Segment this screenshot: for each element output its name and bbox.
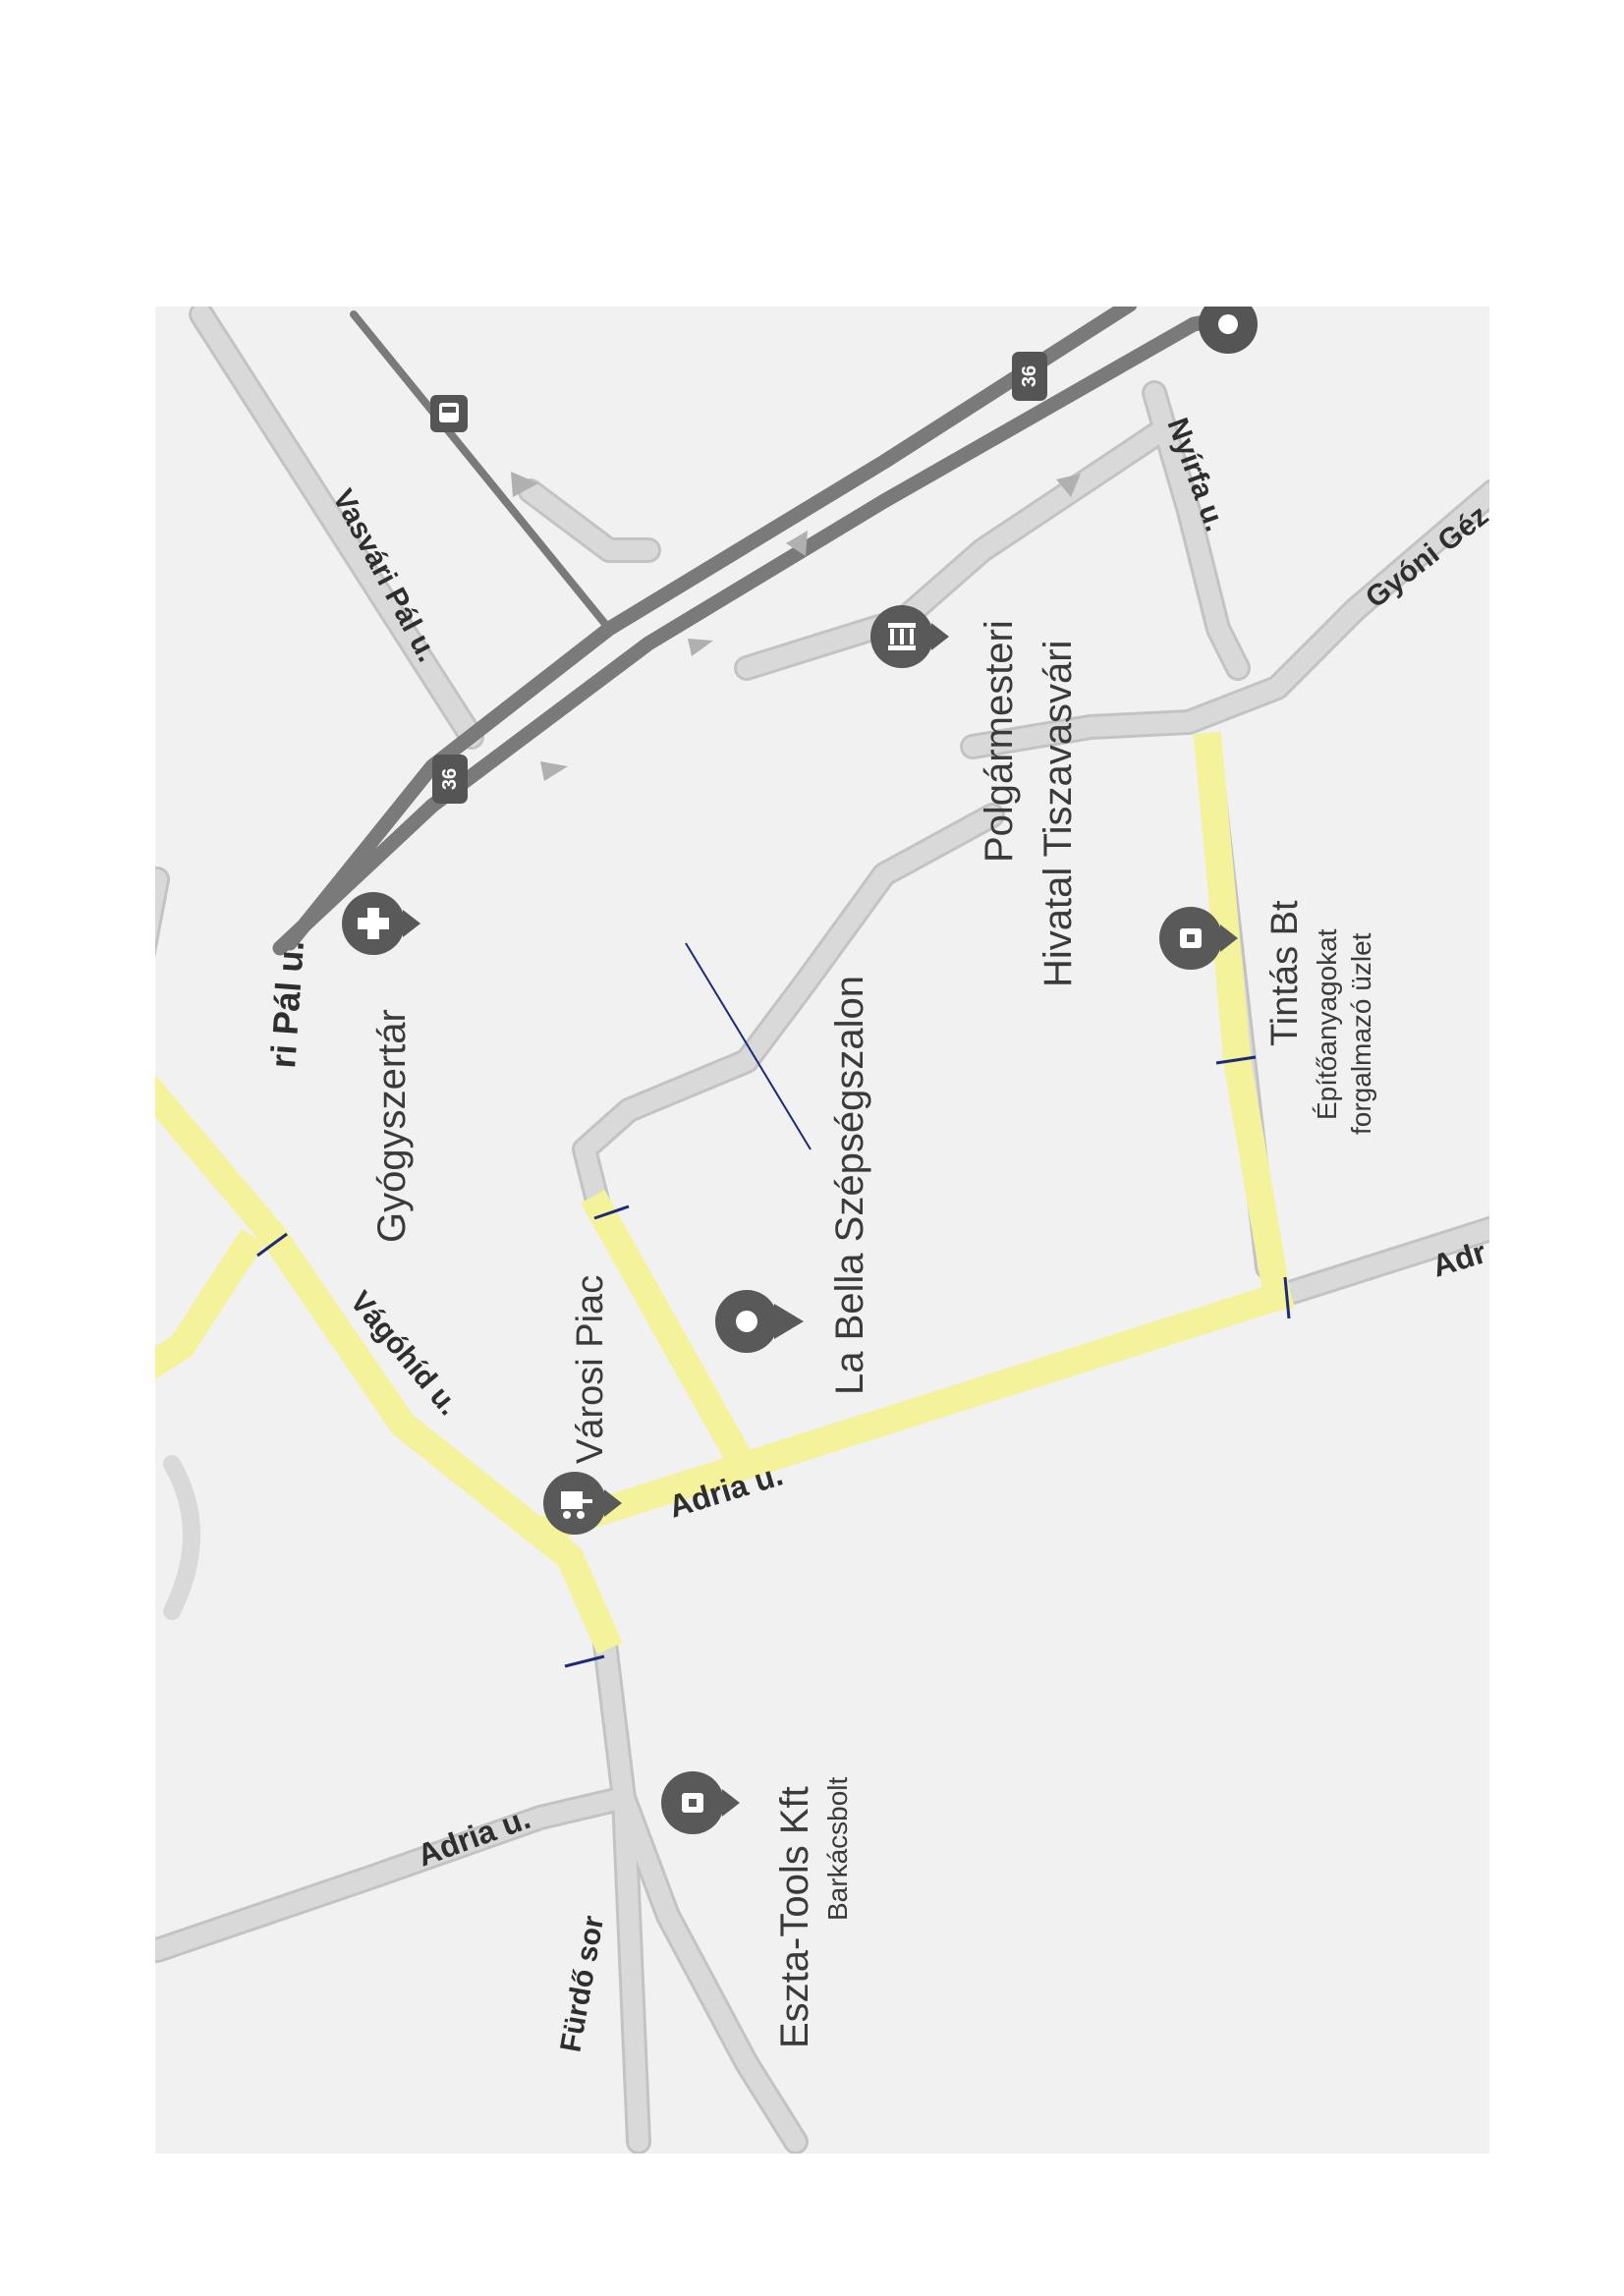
place-label-labella: La Bella Szépségszalon — [828, 976, 871, 1395]
highlighted-route — [155, 731, 1295, 1654]
market-cart-icon[interactable] — [543, 1472, 622, 1535]
svg-text:36: 36 — [1019, 365, 1040, 387]
route-adria — [532, 1279, 1295, 1545]
direction-arrows — [511, 472, 1081, 781]
place-label-gyogyszertar: Gyógyszertár — [370, 1009, 414, 1243]
shopping-bag-icon-tintas[interactable] — [1159, 907, 1238, 970]
location-pin-icon[interactable] — [715, 1290, 804, 1353]
highway-connector — [350, 310, 613, 633]
place-label-polgarmesteri-2: Hivatal Tiszavasvári — [1036, 641, 1080, 987]
route-market-connector — [580, 1189, 756, 1474]
route-left-branch — [155, 1228, 265, 1380]
route-nyirfa-south — [1193, 731, 1294, 1314]
route-shield-north: 36 — [1012, 352, 1047, 401]
shopping-bag-icon-eszta[interactable] — [661, 1771, 740, 1834]
town-hall-icon[interactable] — [870, 605, 949, 668]
street-label-pal: ri Pál u. — [262, 939, 311, 1070]
place-label-tintas: Tintás Bt — [1264, 900, 1306, 1046]
place-label-tintas-sub1: Építőanyagokat — [1312, 928, 1342, 1120]
cropped-marker-icon — [1199, 307, 1258, 354]
place-label-tintas-sub2: forgalmazó üzlet — [1346, 932, 1376, 1135]
place-label-polgarmesteri-1: Polgármesteri — [978, 620, 1021, 863]
place-label-eszta-sub: Barkácsbolt — [822, 1776, 853, 1921]
place-label-eszta: Eszta-Tools Kft — [773, 1786, 816, 2048]
annotation-line — [685, 942, 812, 1150]
route-vagohid — [155, 1074, 623, 1654]
road-curve-bottom-left — [163, 1455, 200, 1620]
route-shield-south: 36 — [432, 755, 468, 804]
svg-text:36: 36 — [439, 768, 461, 790]
bus-stop-icon[interactable] — [430, 395, 468, 432]
place-label-varosi-piac: Városi Piac — [570, 1275, 611, 1464]
route-segment-marks — [256, 1055, 1291, 1668]
pharmacy-icon[interactable] — [342, 892, 420, 955]
